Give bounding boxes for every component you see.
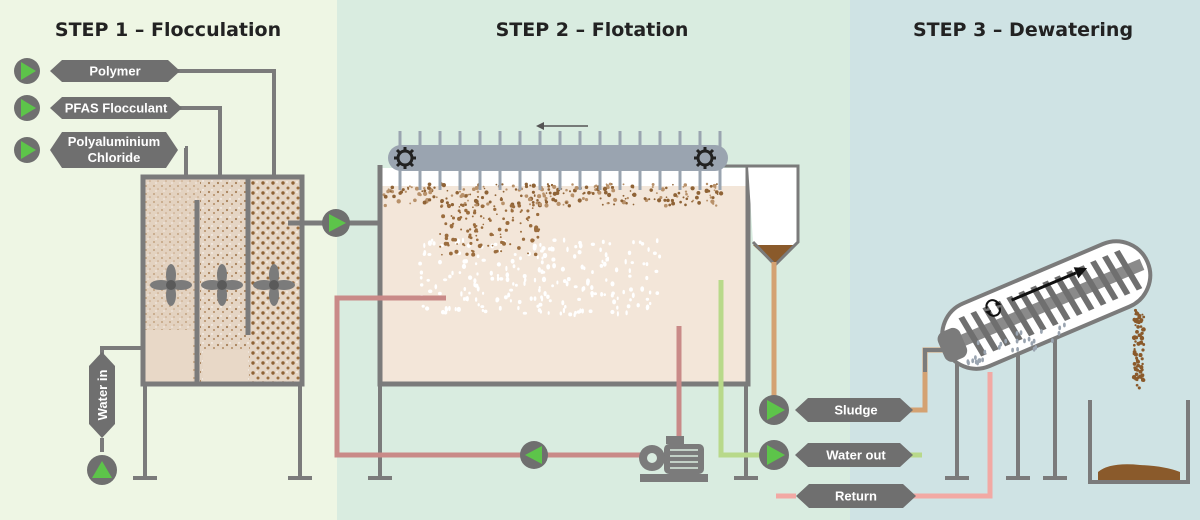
water-in-label: Water in (95, 370, 110, 421)
output-water-out: Water out (759, 440, 922, 470)
chemical-polymer: Polymer (14, 58, 180, 84)
recycle-pipe (334, 295, 682, 458)
output-return: Return (776, 372, 993, 508)
return-label: Return (835, 489, 877, 504)
recycle-arrows-icon (984, 299, 1002, 317)
chemical-pfas-flocculant: PFAS Flocculant (14, 95, 182, 121)
micro-bubbles (418, 237, 662, 318)
float-sludge-layer (382, 182, 724, 208)
step2-title: STEP 2 – Flotation (496, 19, 689, 41)
pump-arrow-icon (767, 400, 785, 420)
step3-title: STEP 3 – Dewatering (913, 19, 1133, 41)
water-out-pipe (718, 280, 770, 458)
chemical-tag-pfas (50, 97, 182, 119)
pump-arrow-icon (92, 461, 112, 478)
screw-press-frame (923, 330, 1067, 480)
chemical-label-pac-line2: Chloride (88, 150, 141, 165)
water-inlet: Water in (87, 346, 145, 485)
chemical-tag-pac (50, 132, 178, 168)
chemical-polyaluminium-chloride: Polyaluminium Chloride (14, 132, 178, 168)
step1-title: STEP 1 – Flocculation (55, 19, 281, 41)
screw-press (937, 239, 1153, 371)
chemical-label-pfas: PFAS Flocculant (65, 101, 168, 116)
water-out-label: Water out (826, 448, 886, 463)
sludge-collection-bin (1088, 400, 1190, 484)
pump-arrow-icon (525, 446, 542, 464)
mixer-icon (150, 264, 192, 306)
gear-icon (394, 147, 416, 169)
mixer-icon (201, 264, 243, 306)
water-in-tag (89, 352, 115, 438)
gear-icon (694, 147, 716, 169)
pump-arrow-icon (329, 214, 346, 232)
filtrate-drops (966, 322, 1066, 366)
pump-arrow-icon (21, 141, 36, 159)
pump-arrow-icon (21, 99, 36, 117)
chemical-label-polymer: Polymer (89, 64, 140, 79)
centrifugal-pump-icon (639, 436, 708, 482)
sludge-label: Sludge (834, 403, 877, 418)
rising-flocs (439, 203, 541, 257)
screw-direction-arrow (1011, 271, 1077, 302)
falling-sludge-cake (1131, 308, 1146, 390)
chemical-tag-polymer (50, 60, 180, 82)
pump-arrow-icon (21, 62, 36, 80)
skimmer (388, 122, 728, 190)
water-out-tag (795, 443, 913, 467)
chemical-label-pac-line1: Polyaluminium (68, 134, 160, 149)
return-tag (796, 484, 916, 508)
sludge-tag (795, 398, 913, 422)
sludge-hopper (720, 164, 800, 268)
mixer-icon (253, 264, 295, 306)
pump-arrow-icon (767, 445, 785, 465)
